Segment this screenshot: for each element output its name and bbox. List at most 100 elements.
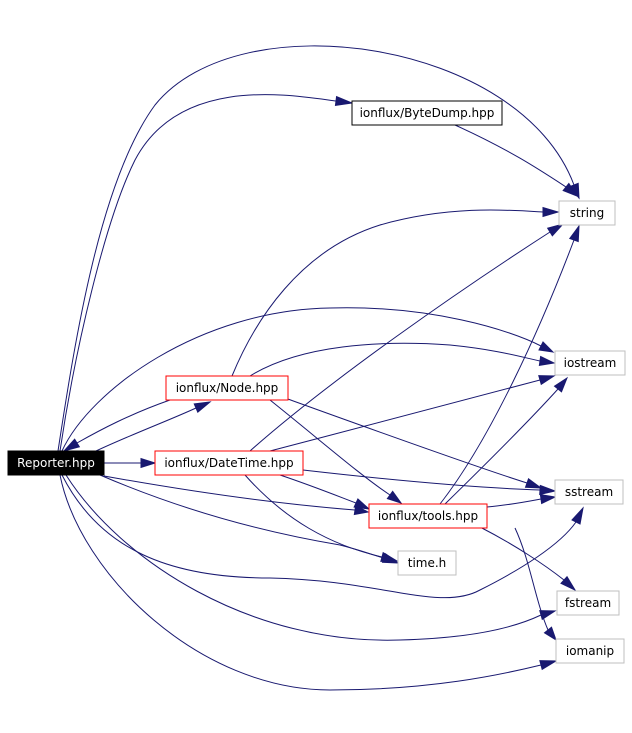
node-iostream-box [554,350,626,376]
edge-node-hpp-to-tools [269,399,403,504]
edge-line [76,399,171,444]
edge-line [454,124,567,188]
edge-arrowhead [560,575,577,592]
edge-tools-to-iomanip [514,527,557,642]
edge-line [444,388,559,505]
node-datetime-hpp[interactable]: ionflux/DateTime.hpp [154,450,304,476]
edge-datetime-to-time-h [244,474,399,562]
edge-line [65,474,542,641]
node-time-h-label: time.h [408,556,447,570]
edge-arrowhead [568,224,580,243]
node-datetime-hpp-box [154,450,304,476]
edge-line [302,469,541,491]
edge-arrowhead [553,376,569,393]
node-bytedump-hpp-box [351,100,503,126]
edge-line [244,474,383,558]
edge-node-hpp-to-sstream [284,397,543,489]
edge-reporter-to-sstream [61,474,584,599]
edge-line [61,474,577,599]
edge-line [59,94,337,452]
edge-node-hpp-to-iostream [249,342,556,377]
edge-datetime-to-string [249,223,565,452]
edge-arrowhead [538,375,556,386]
edge-line [269,379,541,452]
edge-reporter-to-node-hpp [95,401,212,452]
node-sstream-label: sstream [565,485,613,499]
edge-bytedump-to-string [454,124,579,198]
edge-arrowhead [539,493,557,505]
edge-arrowhead [62,438,81,452]
node-iomanip-label: iomanip [566,644,614,658]
node-node-hpp[interactable]: ionflux/Node.hpp [165,375,289,401]
edge-arrowhead [538,355,556,367]
edge-datetime-to-sstream [302,469,557,496]
node-string[interactable]: string [558,200,616,226]
edge-tools-to-iostream [444,376,569,505]
node-string-label: string [570,206,604,220]
edge-reporter-to-fstream [65,474,557,641]
edge-line [249,231,551,452]
node-tools-hpp-box [368,503,488,529]
node-time-h-box [397,550,457,576]
edge-arrowhead [538,341,555,353]
node-node-hpp-box [165,375,289,401]
node-reporter-hpp[interactable]: Reporter.hpp [7,450,105,476]
edge-line [249,342,541,377]
edge-reporter-to-iomanip [59,474,558,691]
edge-line [439,239,575,505]
node-sstream[interactable]: sstream [554,479,624,505]
edge-datetime-to-iostream [269,375,556,452]
node-fstream-box [556,590,620,616]
edge-line [231,209,544,377]
node-reporter-hpp-label: Reporter.hpp [17,456,95,470]
node-datetime-hpp-label: ionflux/DateTime.hpp [164,456,293,470]
edge-arrowhead [539,660,558,671]
edge-node-hpp-to-reporter [62,399,171,452]
edge-arrowhead [539,484,557,496]
edge-line [279,474,357,504]
edge-line [59,474,542,691]
node-bytedump-hpp-label: ionflux/ByteDump.hpp [360,106,495,120]
edge-arrowhead [571,506,584,525]
edges-layer [57,45,584,691]
nodes-layer: Reporter.hpp ionflux/ByteDump.hpp string… [7,100,626,664]
node-iostream-label: iostream [564,356,617,370]
node-fstream[interactable]: fstream [556,590,620,616]
edge-reporter-to-tools [103,475,370,516]
node-time-h[interactable]: time.h [397,550,457,576]
node-iostream[interactable]: iostream [554,350,626,376]
edge-arrowhead [562,182,579,198]
node-tools-hpp-label: ionflux/tools.hpp [378,509,478,523]
edge-arrowhead [546,223,565,237]
node-node-hpp-label: ionflux/Node.hpp [176,381,279,395]
edge-tools-to-string [439,224,580,505]
edge-node-hpp-to-string [231,206,560,377]
edge-arrowhead [542,206,560,218]
edge-arrowhead [524,477,543,489]
edge-line [284,397,528,484]
edge-line [61,307,542,452]
edge-reporter-to-bytedump [59,94,354,452]
node-tools-hpp[interactable]: ionflux/tools.hpp [368,503,488,529]
node-bytedump-hpp[interactable]: ionflux/ByteDump.hpp [351,100,503,126]
edge-line [514,527,549,631]
edge-arrowhead [386,490,403,504]
edge-reporter-to-datetime [104,457,157,469]
node-fstream-label: fstream [565,596,611,610]
edge-line [269,399,391,496]
edge-line [95,407,197,452]
edge-line [57,45,575,452]
edge-line [486,498,542,508]
node-iomanip[interactable]: iomanip [555,638,625,664]
edge-tools-to-fstream [479,526,577,592]
edge-arrowhead [334,95,354,107]
edge-datetime-to-tools [279,474,371,510]
node-string-box [558,200,616,226]
edge-arrowhead [140,457,157,469]
edge-reporter-to-iostream [61,307,555,452]
edge-reporter-to-time-h [99,474,400,564]
edge-line [99,474,385,559]
edge-arrowhead [193,401,212,413]
edge-line [103,475,356,511]
